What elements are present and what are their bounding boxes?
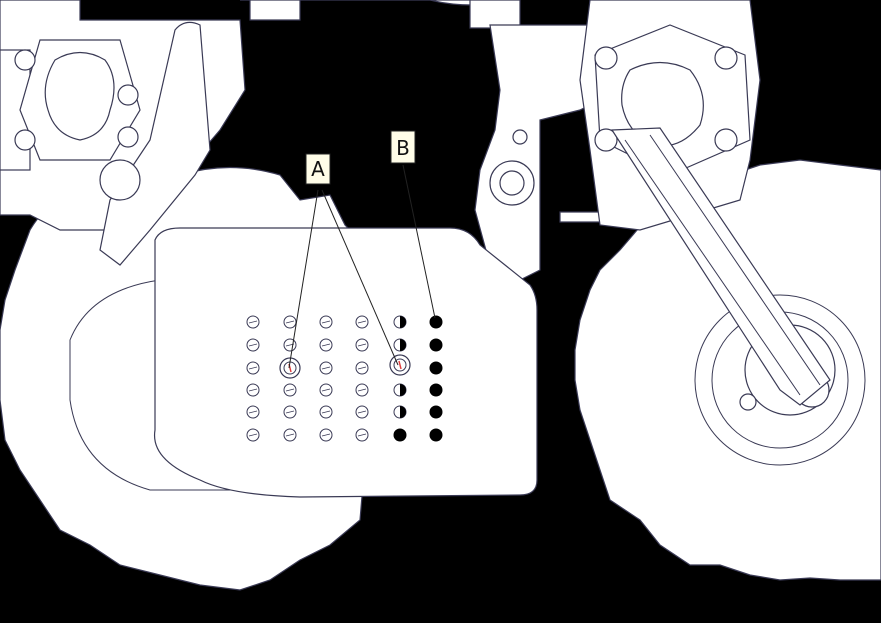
callout-a-box [305,153,331,185]
adjustment-plate [153,227,538,498]
callout-b-label: B [396,136,410,160]
callout-b-leader [402,164,436,319]
hole-mark [248,320,258,324]
right-wheel [574,159,881,581]
left-arm [99,21,211,266]
hole-mark [357,320,367,324]
hole-mark [248,388,258,392]
hole-mark [321,388,331,392]
hole-mark [321,410,331,414]
hole [429,361,443,375]
selected-hole-marker [398,360,402,370]
hole [393,428,407,442]
hole-mark [248,366,258,370]
hole-mark [248,433,258,437]
hole-mark [321,433,331,437]
hole-half-fill [400,406,406,418]
hole [429,405,443,419]
callout-a-leader-2 [321,189,399,366]
hole [429,315,443,329]
callout-a-label: A [311,157,325,181]
hole-half-fill [400,339,406,351]
hole-half-fill [400,384,406,396]
hole-mark [357,366,367,370]
callout-b: B [390,130,416,164]
hole-mark [357,343,367,347]
hole-mark [285,433,295,437]
callout-a-leader-1 [288,189,319,369]
callout-b-box [390,130,416,164]
hole-grid [246,315,443,442]
right-wheel-rim-outer [694,294,866,466]
hole-mark [321,320,331,324]
hole-mark [248,343,258,347]
callout-a: A [305,153,331,185]
hole [429,338,443,352]
hole-mark [248,410,258,414]
right-arm [610,127,831,406]
hole-mark [285,388,295,392]
hole-half-fill [400,316,406,328]
hole [429,428,443,442]
center-small-hole [512,129,528,145]
hole-mark [321,366,331,370]
hole-mark [357,410,367,414]
hole-mark [321,343,331,347]
left-hub [14,39,141,201]
setting-markers [279,354,411,379]
right-wheel-bolt [739,393,757,411]
hole [429,383,443,397]
hole-mark [357,388,367,392]
hole-mark [357,433,367,437]
center-pin-inner [499,170,525,196]
right-arm-inner [624,134,821,396]
hole-mark [285,320,295,324]
right-hub [594,24,751,176]
hole-mark [285,410,295,414]
